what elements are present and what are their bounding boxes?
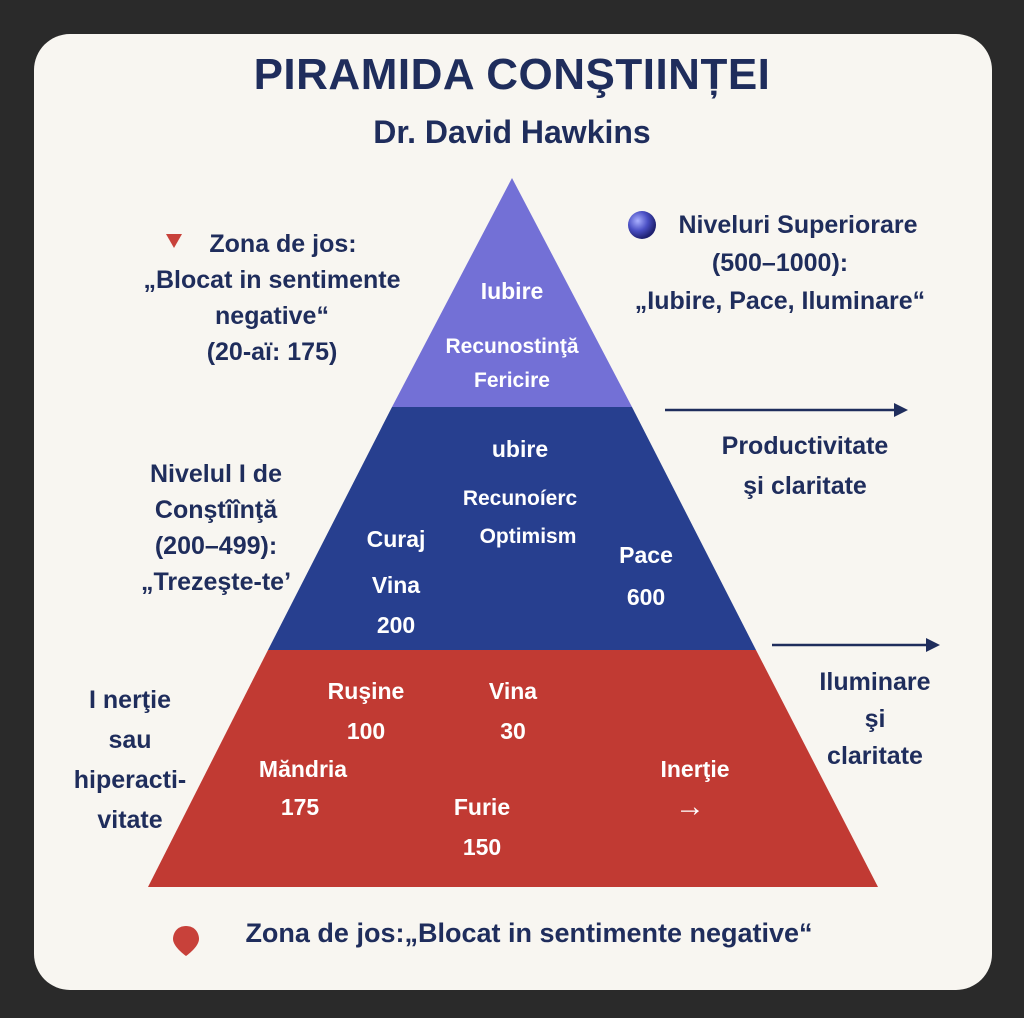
page-title: PIRAMIDA CONŞTIINȚEI [253,50,771,99]
pyramid-tier-bottom [148,650,878,887]
page-subtitle: Dr. David Hawkins [373,114,651,150]
tier-top-label: Fericire [474,369,550,392]
left-bottom-line: vitate [97,806,163,834]
right-bottom-note: Iluminare şi claritate [790,664,960,775]
right-bottom-line: Iluminare [819,668,931,696]
orb-icon [628,211,656,239]
triangle-down-icon [166,234,182,248]
tier-middle-label: Vina [371,572,421,598]
right-top-line: (500–1000): [711,249,849,277]
tier-middle-label: Curaj [366,526,426,552]
tier-bottom-value: 150 [462,834,502,860]
map-pin-icon [173,926,199,956]
tier-middle-label: Pace [619,542,673,568]
right-middle-note: Productivitate şi claritate [680,426,930,506]
left-top-line: „Blocat in sentimente [143,266,401,294]
tier-middle-label: Recunoíerc [462,487,578,510]
right-bottom-line: claritate [827,742,923,770]
tier-bottom-label: Furie [453,794,511,820]
arrow-right-upper [665,403,908,417]
left-bottom-line: I nerţie [89,686,171,714]
tier-middle-value: 600 [626,584,666,610]
arrow-right-icon: → [675,790,705,823]
tier-bottom-label: Ruşine [327,678,405,704]
right-top-heading: Niveluri Superiorare [678,211,918,239]
tier-bottom-label: Vina [488,678,538,704]
pyramid-tier-top [392,178,632,407]
tier-middle-label: ubire [491,436,549,462]
left-top-heading: Zona de jos: [209,230,357,258]
tier-top-label: Iubire [480,278,544,304]
tier-bottom-value: 100 [346,718,386,744]
left-top-line: negative“ [215,302,329,330]
right-top-line: „Iubire, Pace, Iluminare“ [634,287,926,315]
footer-text: Zona de jos:„Blocat in sentimente negati… [245,918,813,948]
tier-bottom-label: Măndria [258,756,348,782]
right-bottom-line: şi [864,705,886,733]
tier-bottom-label: Inerţie [660,756,730,782]
left-middle-line: Conştîînţă [154,496,278,524]
left-middle-line: (200–499): [154,532,278,560]
tier-middle-label: Optimism [479,525,577,548]
left-bottom-note: I nerţie sau hiperacti- vitate [40,680,220,840]
left-middle-line: Nivelul I de [150,460,282,488]
left-top-note: Zona de jos: „Blocat in sentimente negat… [92,226,452,370]
left-top-line: (20-aï: 175) [206,338,338,366]
left-middle-line: „Trezeşte-te’ [140,568,292,596]
left-middle-note: Nivelul I de Conştîînţă (200–499): „Trez… [98,456,334,600]
footer-note: Zona de jos:„Blocat in sentimente negati… [0,918,1024,949]
pyramid-tier-middle [268,407,756,650]
left-bottom-line: hiperacti- [73,766,187,794]
tier-bottom-value: 30 [500,718,526,744]
tier-middle-value: 200 [376,612,416,638]
right-middle-line: şi claritate [743,472,867,500]
tier-bottom-value: 175 [280,794,320,820]
right-top-note: Niveluri Superiorare (500–1000): „Iubire… [600,206,960,320]
left-bottom-line: sau [108,726,152,754]
right-middle-line: Productivitate [721,432,889,460]
tier-top-label: Recunostinţă [445,335,579,358]
arrow-right-lower [772,638,940,652]
